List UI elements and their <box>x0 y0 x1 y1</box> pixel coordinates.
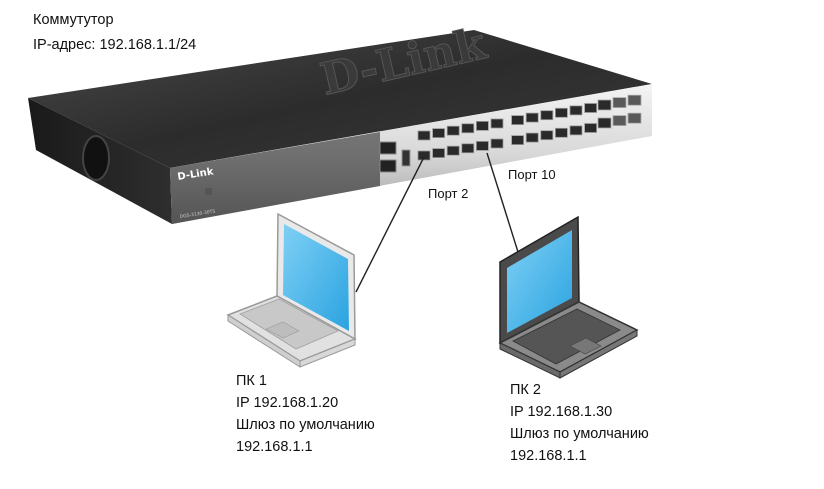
ethernet-port-icon <box>461 143 475 154</box>
laptop2-touchpad <box>569 337 602 355</box>
switch-top-panel <box>28 30 652 168</box>
port-2-label: Порт 2 <box>428 186 469 201</box>
sfp-port-icon <box>627 94 642 106</box>
usb-port-icon <box>401 149 411 167</box>
ethernet-port-icon <box>490 138 504 149</box>
ethernet-port-icon <box>511 115 525 125</box>
ethernet-port-grid <box>417 103 597 161</box>
console-ports <box>379 141 411 173</box>
sfp-port-icon <box>597 99 612 111</box>
switch-ip-label: IP-адрес: 192.168.1.1/24 <box>33 37 197 53</box>
laptop2-screen <box>507 230 572 333</box>
ethernet-port-icon <box>432 128 446 139</box>
switch-device: D-Link D-Link DGS-3130-30TS <box>28 18 652 224</box>
ethernet-port-icon <box>461 123 475 134</box>
pc1-gateway-value: 192.168.1.1 <box>236 439 313 455</box>
switch-model-label: DGS-3130-30TS <box>179 208 215 220</box>
laptop-pc2 <box>498 215 639 379</box>
switch-name-label: Коммутутор <box>33 12 114 28</box>
pc2-ip-label: IP 192.168.1.30 <box>510 404 613 420</box>
ethernet-port-icon <box>569 105 583 116</box>
sfp-port-grid <box>597 94 642 129</box>
ethernet-port-icon <box>525 112 539 123</box>
ethernet-port-icon <box>569 125 583 136</box>
ethernet-port-icon <box>475 121 489 131</box>
port-10-label: Порт 10 <box>508 167 556 182</box>
ethernet-port-icon <box>446 125 460 136</box>
switch-front-dark <box>170 132 380 224</box>
laptop1-screen <box>283 224 349 331</box>
status-led-icon <box>205 188 212 195</box>
laptop-pc1 <box>226 212 357 368</box>
ethernet-port-icon <box>525 132 539 143</box>
pc2-gateway-value: 192.168.1.1 <box>510 448 587 464</box>
fan-icon <box>82 135 110 181</box>
pc1-name-label: ПК 1 <box>236 373 267 389</box>
ethernet-port-icon <box>555 107 568 118</box>
pc2-name-label: ПК 2 <box>510 382 541 398</box>
ethernet-port-icon <box>432 148 446 159</box>
laptop1-keyboard <box>239 298 339 350</box>
laptop2-keyboard <box>512 308 621 365</box>
sfp-port-icon <box>612 97 627 108</box>
sfp-port-icon <box>612 115 627 126</box>
ethernet-port-icon <box>511 135 525 146</box>
sfp-port-icon <box>627 112 642 124</box>
ethernet-port-icon <box>475 140 489 151</box>
ethernet-port-icon <box>417 130 431 141</box>
ethernet-port-icon <box>540 110 554 121</box>
ethernet-port-icon <box>490 118 504 129</box>
ethernet-port-icon <box>584 123 597 133</box>
ethernet-port-icon <box>555 127 568 138</box>
laptop1-touchpad <box>265 321 300 339</box>
cable-port-2 <box>355 156 425 293</box>
cable-port-10 <box>486 152 519 253</box>
ethernet-port-icon <box>417 150 431 161</box>
ethernet-port-icon <box>584 103 597 113</box>
pc1-gateway-label: Шлюз по умолчанию <box>236 417 375 433</box>
ethernet-port-icon <box>540 130 554 141</box>
pc1-ip-label: IP 192.168.1.20 <box>236 395 339 411</box>
pc2-gateway-label: Шлюз по умолчанию <box>510 426 649 442</box>
sfp-port-icon <box>597 117 612 129</box>
ethernet-port-icon <box>446 145 460 156</box>
